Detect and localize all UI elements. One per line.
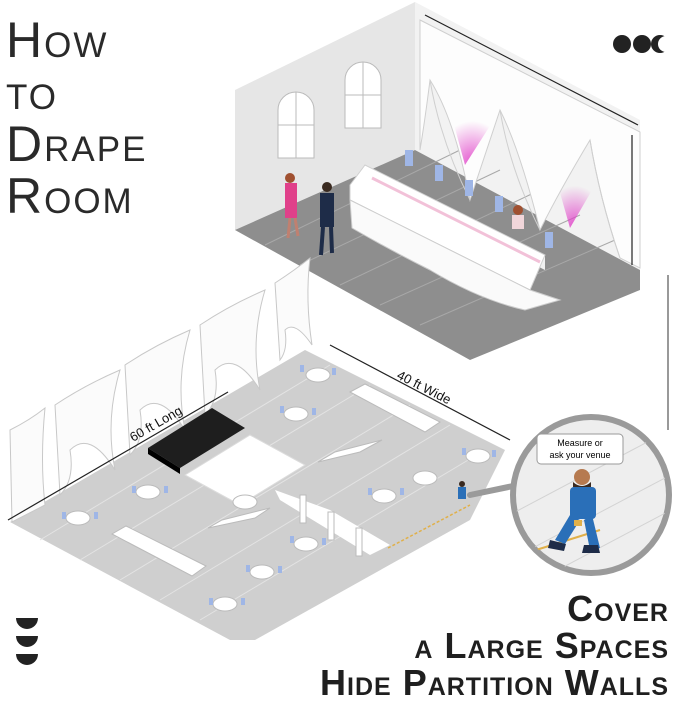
- moon-phases-icon: [613, 35, 674, 53]
- dimension-line: [7, 391, 229, 521]
- floor-plan: [7, 256, 511, 640]
- guest-man: [319, 182, 334, 256]
- dance-floor: [184, 434, 306, 506]
- long-tables: [110, 383, 441, 577]
- title-line-3: Drape: [6, 116, 148, 172]
- half-circles-icon: [16, 618, 38, 665]
- tagline-line-2: a Large Spaces: [414, 625, 669, 666]
- measuring-worker: [548, 469, 600, 553]
- title-line-4: Room: [6, 168, 134, 224]
- pillars: [299, 494, 363, 557]
- window: [277, 91, 315, 159]
- dimension-line: [329, 344, 511, 441]
- small-worker: [458, 481, 466, 499]
- guest-woman: [285, 173, 300, 239]
- back-drape: [419, 19, 641, 269]
- tagline: Cover a Large Spaces Hide Partition Wall…: [320, 590, 669, 701]
- callout-line-1: Measure or: [557, 438, 603, 448]
- window: [344, 61, 382, 129]
- seated-guest: [512, 205, 524, 229]
- round-tables: [65, 367, 491, 612]
- title-line-2: to: [6, 64, 58, 120]
- uplight-beam: [450, 110, 495, 165]
- left-wall: [235, 2, 415, 230]
- chairs: [405, 150, 553, 248]
- callout: Measure or ask your venue: [467, 414, 672, 576]
- dimension-line: [424, 14, 639, 126]
- upper-room: [235, 2, 641, 360]
- tagline-line-3: Hide Partition Walls: [320, 662, 669, 703]
- title-line-1: How: [6, 12, 109, 68]
- stage: [148, 408, 245, 468]
- page-title: How to Drape Room: [6, 14, 147, 222]
- head-table: [349, 164, 562, 311]
- callout-line-2: ask your venue: [549, 450, 610, 460]
- tagline-line-1: Cover: [567, 588, 669, 629]
- uplight-beam: [555, 175, 595, 228]
- side-drapes: [9, 256, 313, 523]
